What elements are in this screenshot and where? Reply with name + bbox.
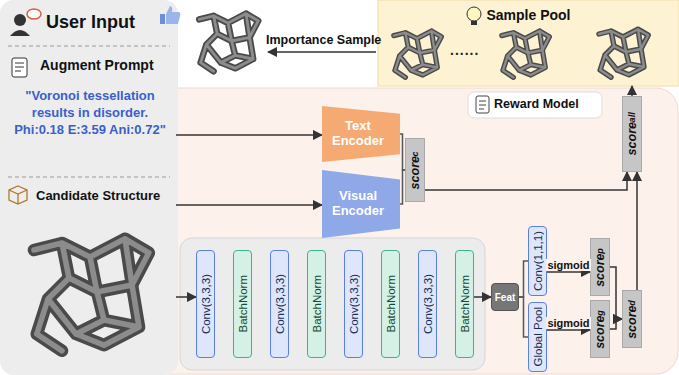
text-encoder: Text Encoder — [322, 106, 400, 162]
cube-icon — [9, 186, 27, 204]
score-label: scoreall — [625, 112, 639, 155]
user-icon — [10, 9, 41, 36]
score-subscript: c — [410, 151, 420, 156]
encoder-label: Visual Encoder — [322, 189, 400, 219]
connector — [176, 134, 322, 136]
batchnorm-layer: BatchNorm — [307, 250, 326, 358]
sample-arrow — [268, 51, 376, 53]
score-name: score — [625, 122, 639, 155]
layer-label: Conv(3,3,3) — [200, 274, 212, 334]
layer-label: BatchNorm — [237, 275, 249, 333]
structure-section: Candidate Structure — [4, 180, 176, 372]
arrow-label: Importance Sample — [266, 33, 381, 47]
sample-pool: Sample Pool...... — [378, 0, 679, 86]
score-subscript: all — [627, 112, 637, 122]
layer-label: Global Pool — [532, 307, 544, 366]
input-panel: User InputAugment Prompt "Voronoi tessell… — [0, 0, 178, 375]
batchnorm-layer: BatchNorm — [381, 250, 400, 358]
score-label: scoreg — [593, 310, 607, 349]
score-name: score — [625, 305, 639, 338]
encoder-label: Text Encoder — [322, 119, 400, 149]
heading: Reward Model — [494, 97, 579, 111]
conv-layer: Conv(3,3,3) — [270, 250, 289, 358]
edge-label: sigmoid — [546, 259, 590, 271]
pool-panel — [378, 0, 679, 86]
layer-label: Conv(3,3,3) — [274, 274, 286, 334]
input-panel — [0, 0, 178, 375]
doc-icon — [476, 96, 489, 113]
structure-image — [199, 14, 258, 72]
heading: Augment Prompt — [40, 57, 154, 73]
score-subscript: g — [595, 310, 605, 316]
connector — [610, 267, 622, 319]
body-text: "Voronoi tessellation results in disorde… — [10, 88, 170, 139]
edge-label: sigmoid — [546, 317, 590, 329]
structure-image — [394, 31, 442, 77]
conv-layer: Conv(3,3,3) — [196, 250, 215, 358]
conv-layer: Conv(3,3,3) — [344, 250, 363, 358]
score-name: score — [408, 156, 422, 189]
conv-head: Conv(1,1,1) — [528, 226, 547, 296]
layer-label: Conv(1,1,1) — [532, 231, 544, 291]
connector — [519, 297, 528, 337]
conv-panel — [180, 238, 485, 370]
score-box: scoreall — [622, 96, 642, 172]
score-label: scorec — [408, 151, 422, 189]
score-subscript: d — [627, 300, 637, 306]
connector — [519, 261, 528, 297]
batchnorm-layer: BatchNorm — [233, 250, 252, 358]
structure-image — [599, 29, 648, 77]
reward-model: Reward ModelText EncoderVisual Encoder sc… — [148, 88, 678, 374]
connector — [631, 86, 633, 96]
layer-label: BatchNorm — [459, 275, 471, 333]
visual-encoder: Visual Encoder — [322, 170, 400, 238]
prompt-section: Augment Prompt "Voronoi tessellation resu… — [4, 50, 176, 172]
score-name: score — [593, 315, 607, 348]
score-box: scoreg — [590, 300, 610, 358]
reward-region — [148, 88, 678, 374]
reward-tag — [468, 92, 602, 118]
divider — [8, 177, 170, 178]
structure-image — [34, 239, 149, 351]
heading: User Input — [46, 12, 135, 33]
body-text: ...... — [450, 42, 479, 58]
layer-label: Conv(3,3,3) — [348, 274, 360, 334]
heading: Candidate Structure — [36, 188, 160, 203]
score-box: scorep — [590, 238, 610, 296]
layer-label: BatchNorm — [385, 275, 397, 333]
score-label: scored — [625, 300, 639, 339]
connector — [547, 329, 590, 331]
divider — [8, 46, 170, 47]
connector — [176, 296, 196, 298]
heading: Sample Pool — [378, 7, 679, 23]
layer-label: BatchNorm — [311, 275, 323, 333]
structure-image — [502, 31, 550, 77]
score-subscript: p — [595, 248, 605, 254]
thumbs-icon — [160, 6, 180, 24]
connector — [474, 296, 491, 298]
bulb-icon — [467, 7, 481, 25]
connector — [636, 172, 638, 290]
score-label: scorep — [593, 248, 607, 287]
pool-head: Global Pool — [528, 302, 547, 372]
batchnorm-layer: BatchNorm — [455, 250, 474, 358]
connector — [425, 172, 627, 190]
layer-label: Conv(3,3,3) — [422, 274, 434, 334]
layer-label: Feat — [495, 292, 516, 303]
connector — [610, 319, 622, 329]
score-box: scorec — [405, 138, 425, 202]
conv-layer: Conv(3,3,3) — [418, 250, 437, 358]
prompt-icon — [12, 58, 27, 77]
feature-box: Feat — [491, 283, 519, 311]
score-name: score — [593, 253, 607, 286]
connector — [547, 271, 590, 273]
connector — [176, 204, 322, 206]
score-box: scored — [622, 290, 642, 348]
